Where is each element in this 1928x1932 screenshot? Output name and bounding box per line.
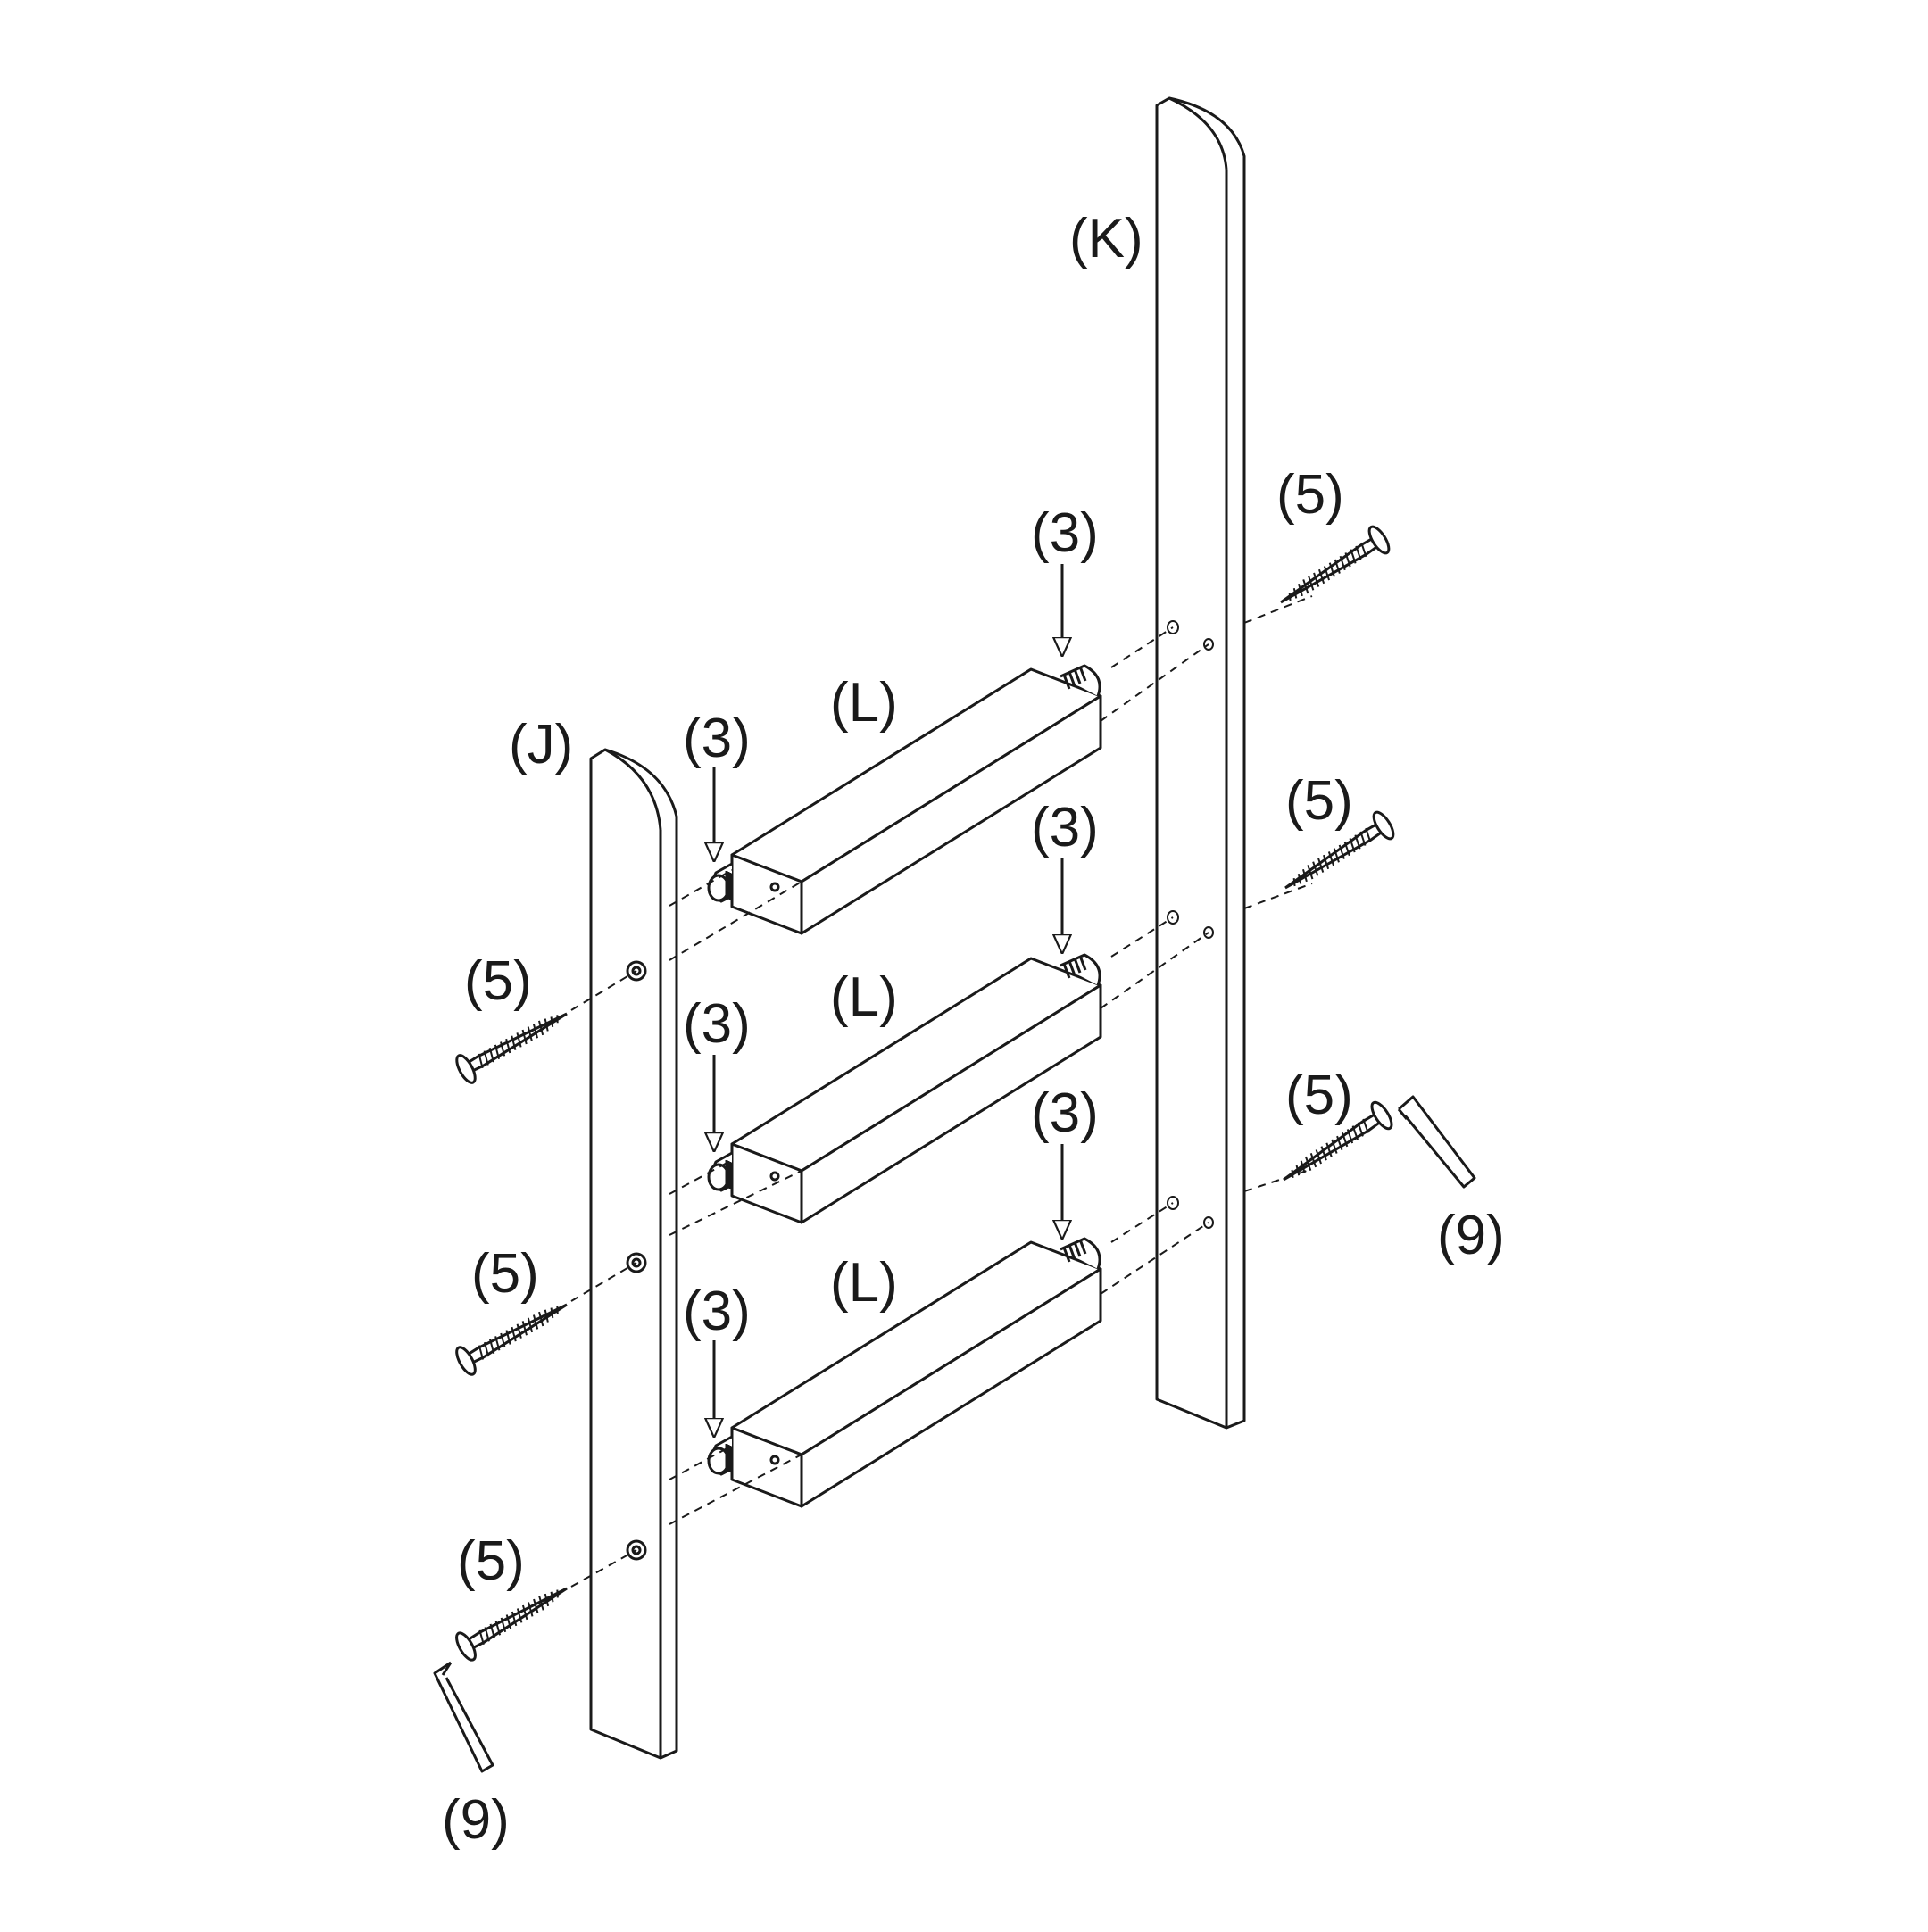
label-side-j: (J) <box>509 714 573 775</box>
label-rail-bottom: (L) <box>830 1252 898 1314</box>
dowel-left-1 <box>709 864 732 901</box>
label-screw-2: (5) <box>1285 770 1353 832</box>
screw-5-icon <box>453 1305 567 1377</box>
label-screw-3: (5) <box>1285 1065 1353 1126</box>
label-screw-4: (5) <box>464 950 532 1012</box>
screw-4-icon <box>453 1014 567 1085</box>
label-rail-top: (L) <box>830 672 898 734</box>
hex-key-right-icon <box>1399 1097 1475 1187</box>
label-rail-middle: (L) <box>830 966 898 1028</box>
hex-key-left-icon <box>435 1663 493 1771</box>
label-dowel-2: (3) <box>683 708 751 769</box>
label-screw-1: (5) <box>1276 464 1344 526</box>
label-dowel-1: (3) <box>1031 502 1099 564</box>
assembly-line-14 <box>1244 883 1312 908</box>
label-hex-key-left: (9) <box>442 1789 510 1851</box>
assembly-line-15 <box>1244 1169 1312 1191</box>
label-dowel-4: (3) <box>683 993 751 1055</box>
assembly-line-13 <box>1244 596 1312 623</box>
label-screw-5: (5) <box>471 1243 539 1305</box>
label-dowel-3: (3) <box>1031 797 1099 858</box>
rail-l-3 <box>709 1239 1101 1506</box>
label-dowel-5: (3) <box>1031 1082 1099 1144</box>
screw-6-icon <box>453 1588 567 1663</box>
label-side-k: (K) <box>1069 208 1143 269</box>
screw-1-icon <box>1281 524 1392 602</box>
label-screw-6: (5) <box>457 1530 525 1592</box>
label-dowel-6: (3) <box>683 1281 751 1342</box>
label-hex-key-right: (9) <box>1437 1205 1505 1266</box>
